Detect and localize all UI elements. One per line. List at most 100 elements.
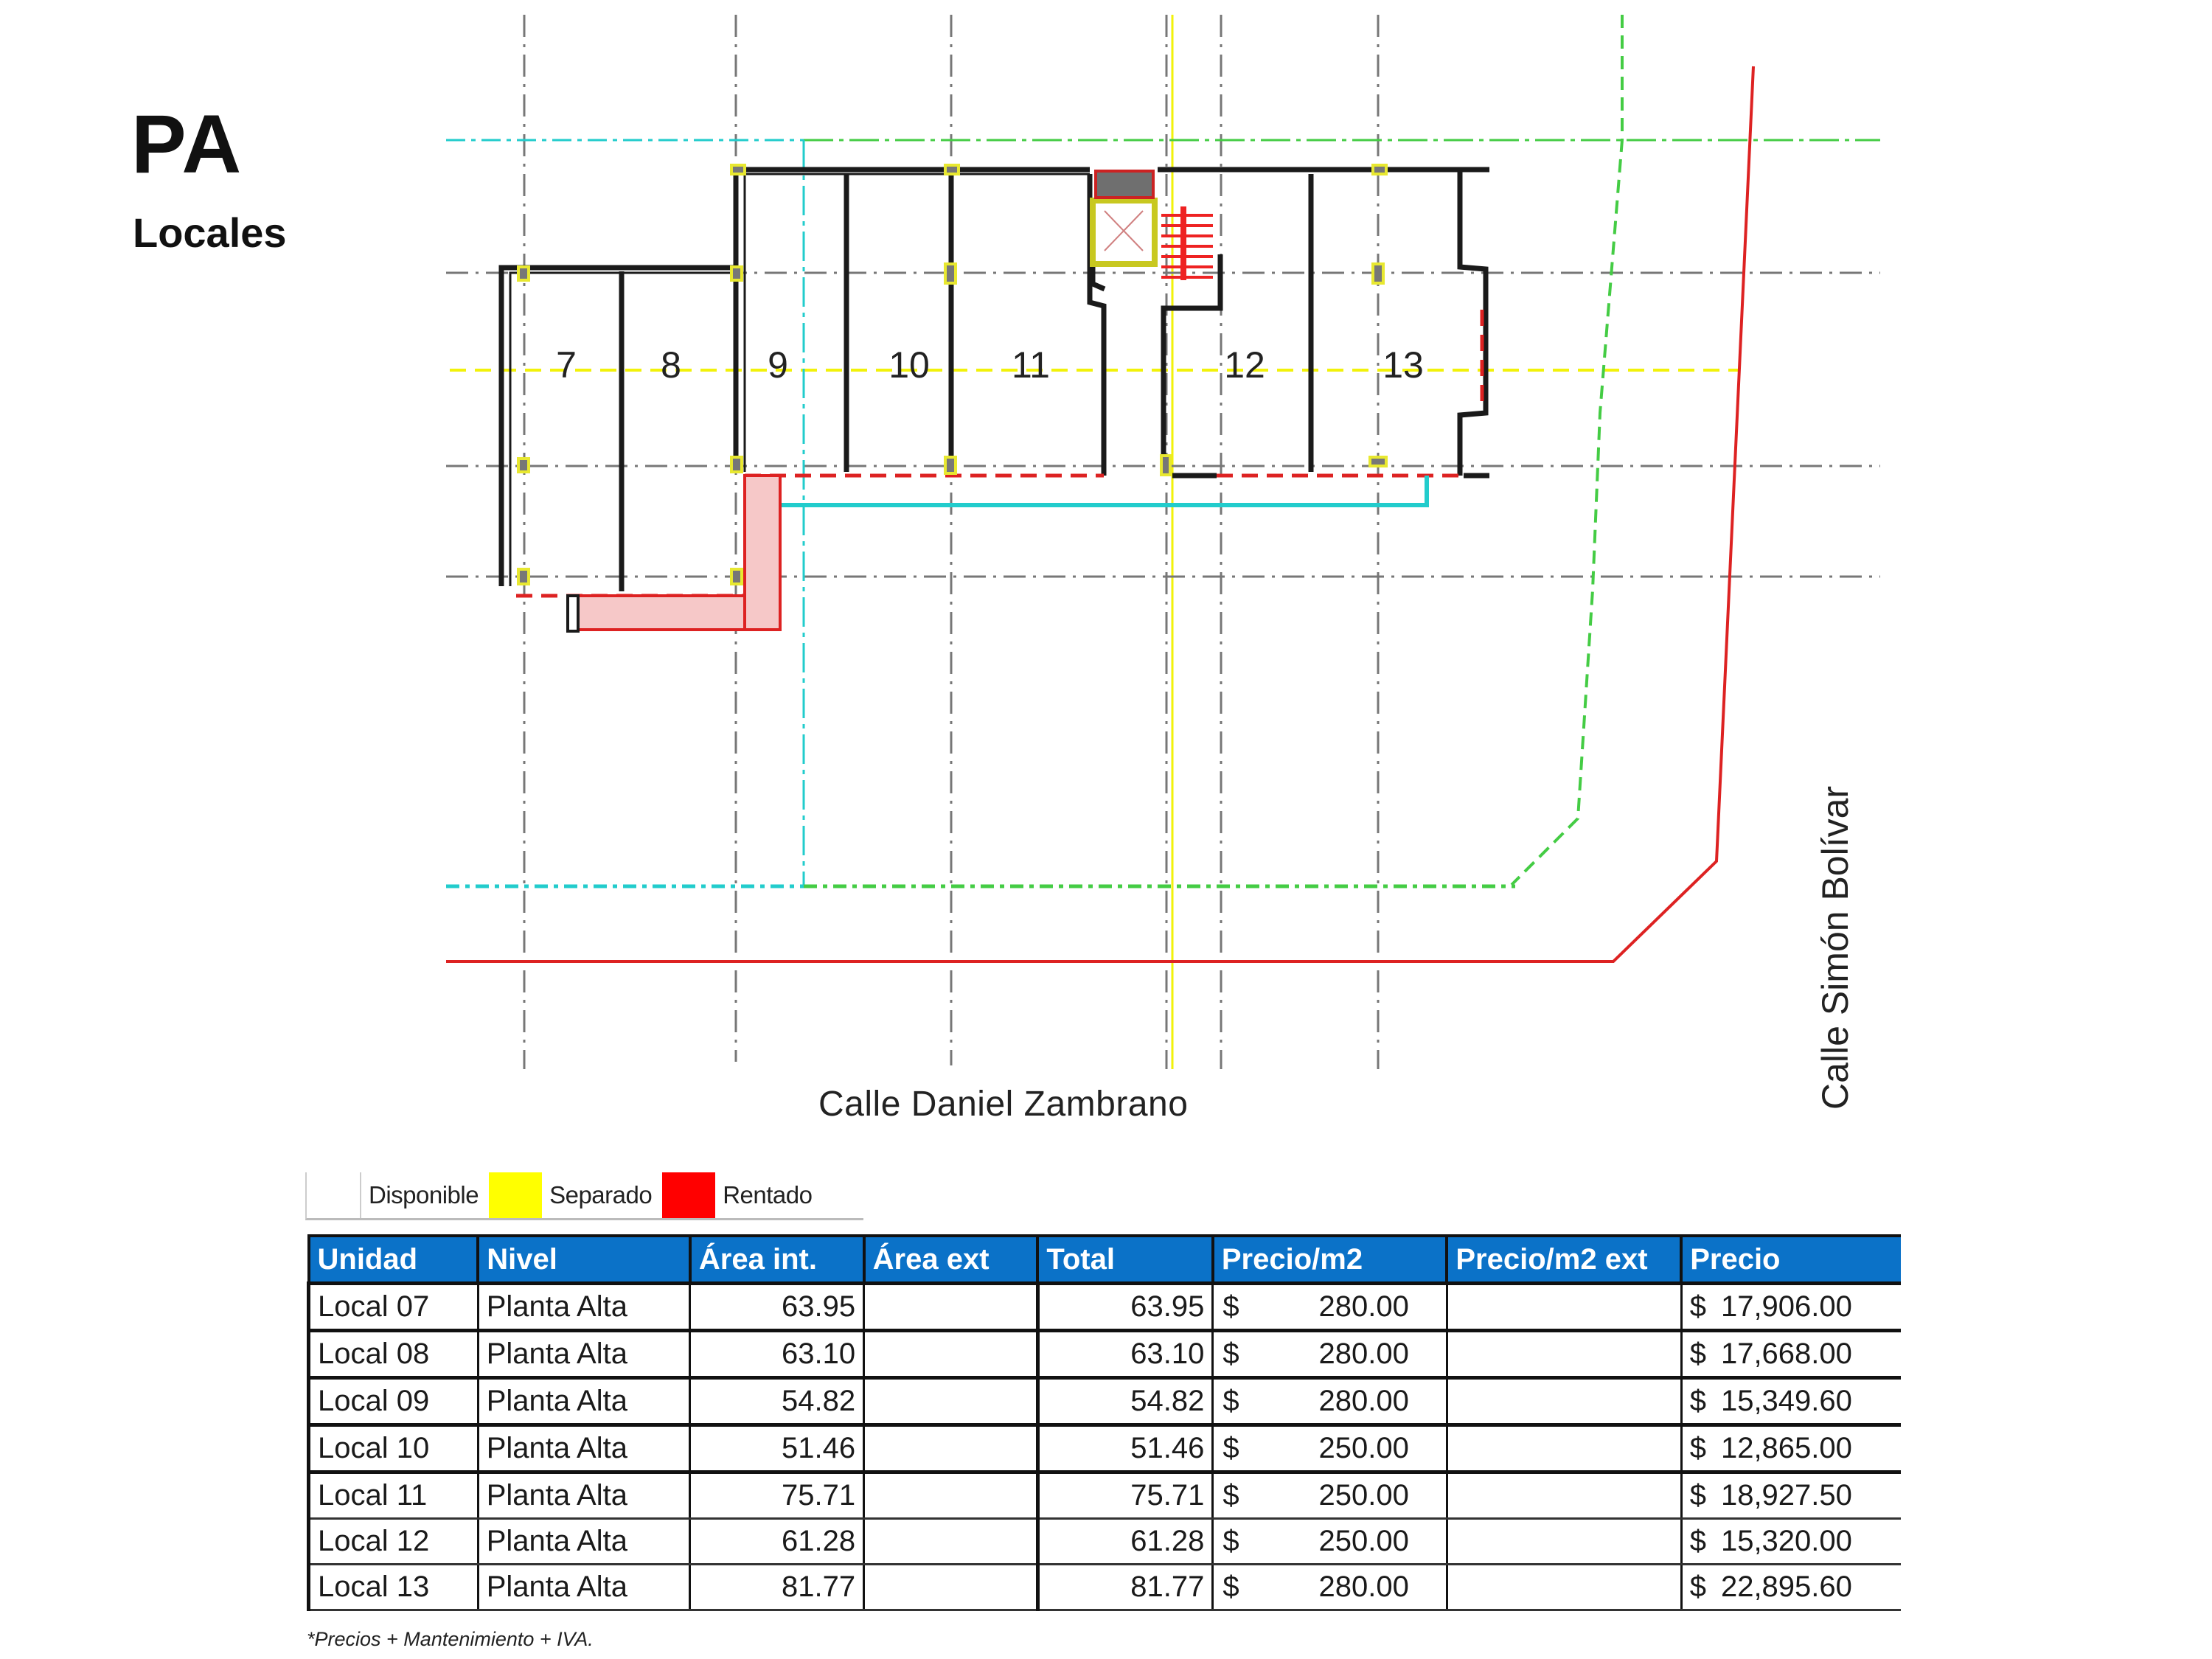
- cell-precio-m2: $250.00: [1211, 1472, 1447, 1520]
- table-row[interactable]: Local 07 Planta Alta 63.95 63.95 $280.00…: [307, 1283, 1901, 1332]
- precio-value: 15,349.60: [1720, 1385, 1852, 1417]
- unit-label-9[interactable]: 9: [768, 344, 788, 386]
- col-header-unidad[interactable]: Unidad: [307, 1234, 479, 1285]
- shaft-block: [1094, 170, 1155, 199]
- currency-symbol: $: [1222, 1571, 1239, 1603]
- balcony-hatched: [566, 474, 782, 633]
- precio-m2-value: 280.00: [1318, 1338, 1409, 1370]
- col-header-total[interactable]: Total: [1036, 1234, 1213, 1285]
- legend-label-separado: Separado: [549, 1181, 653, 1208]
- cell-nivel: Planta Alta: [476, 1518, 690, 1565]
- cell-precio: $17,668.00: [1680, 1330, 1901, 1380]
- currency-symbol: $: [1689, 1385, 1706, 1417]
- cell-area-int: 61.28: [689, 1518, 864, 1565]
- col-header-precio[interactable]: Precio: [1680, 1234, 1901, 1285]
- table-row[interactable]: Local 13 Planta Alta 81.77 81.77 $280.00…: [307, 1564, 1901, 1611]
- cell-nivel: Planta Alta: [476, 1564, 690, 1611]
- unit-label-13[interactable]: 13: [1382, 344, 1424, 386]
- floor-plan: 7 8 9 10 11 12 13: [446, 15, 1880, 1069]
- cell-precio-m2: $280.00: [1211, 1283, 1447, 1332]
- currency-symbol: $: [1222, 1338, 1239, 1370]
- legend-swatch-separado: [489, 1172, 543, 1218]
- precio-value: 22,895.60: [1720, 1571, 1852, 1603]
- currency-symbol: $: [1689, 1432, 1706, 1464]
- precio-m2-value: 280.00: [1318, 1290, 1409, 1323]
- cell-nivel: Planta Alta: [476, 1283, 690, 1332]
- unit-label-7[interactable]: 7: [556, 344, 577, 386]
- cell-nivel: Planta Alta: [476, 1330, 690, 1380]
- cell-precio: $12,865.00: [1680, 1425, 1901, 1474]
- currency-symbol: $: [1222, 1290, 1239, 1323]
- cell-area-int: 63.95: [689, 1283, 864, 1332]
- cell-precio-m2: $250.00: [1211, 1425, 1447, 1474]
- currency-symbol: $: [1222, 1385, 1239, 1417]
- units-table: Unidad Nivel Área int. Área ext Total Pr…: [307, 1234, 1901, 1611]
- cell-precio: $17,906.00: [1680, 1283, 1901, 1332]
- building-walls: [498, 167, 1489, 591]
- cell-area-int: 75.71: [689, 1472, 864, 1520]
- cell-precio-m2: $280.00: [1211, 1377, 1447, 1427]
- cell-area-int: 51.46: [689, 1425, 864, 1474]
- cell-total: 54.82: [1035, 1377, 1213, 1427]
- cell-unidad: Local 13: [307, 1564, 479, 1611]
- precio-m2-value: 250.00: [1318, 1525, 1409, 1557]
- cell-precio-m2: $280.00: [1211, 1330, 1447, 1380]
- cell-total: 61.28: [1035, 1518, 1213, 1565]
- precio-m2-value: 250.00: [1318, 1479, 1409, 1512]
- col-header-precio-m2[interactable]: Precio/m2: [1211, 1234, 1447, 1285]
- columns: [517, 164, 1388, 585]
- cell-area-int: 54.82: [689, 1377, 864, 1427]
- street-label-right: Calle Simón Bolívar: [1815, 785, 1856, 1110]
- precio-value: 17,668.00: [1720, 1338, 1852, 1370]
- cell-nivel: Planta Alta: [476, 1377, 690, 1427]
- cell-precio: $18,927.50: [1680, 1472, 1901, 1520]
- cell-total: 51.46: [1035, 1425, 1213, 1474]
- precio-m2-value: 250.00: [1318, 1432, 1409, 1464]
- currency-symbol: $: [1689, 1571, 1706, 1603]
- cell-total: 63.10: [1035, 1330, 1213, 1380]
- cell-nivel: Planta Alta: [476, 1472, 690, 1520]
- col-header-precio-m2-ext[interactable]: Precio/m2 ext: [1445, 1234, 1682, 1285]
- cell-precio: $15,349.60: [1680, 1377, 1901, 1427]
- cell-precio-m2-ext: [1445, 1425, 1682, 1474]
- precio-value: 12,865.00: [1720, 1432, 1852, 1464]
- col-header-area-int[interactable]: Área int.: [688, 1234, 864, 1285]
- cell-precio-m2: $280.00: [1211, 1564, 1447, 1611]
- cell-unidad: Local 10: [307, 1425, 479, 1474]
- unit-label-12[interactable]: 12: [1224, 344, 1265, 386]
- stair: [1161, 206, 1213, 280]
- legend-label-disponible: Disponible: [369, 1181, 479, 1208]
- cell-total: 81.77: [1035, 1564, 1213, 1611]
- col-header-nivel[interactable]: Nivel: [476, 1234, 690, 1285]
- precio-m2-value: 280.00: [1318, 1385, 1409, 1417]
- unit-label-8[interactable]: 8: [661, 344, 681, 386]
- currency-symbol: $: [1689, 1338, 1706, 1370]
- cell-unidad: Local 11: [307, 1472, 479, 1520]
- cell-area-ext: [863, 1564, 1038, 1611]
- street-label-bottom: Calle Daniel Zambrano: [818, 1085, 1189, 1124]
- cell-total: 75.71: [1035, 1472, 1213, 1520]
- table-row[interactable]: Local 09 Planta Alta 54.82 54.82 $280.00…: [307, 1377, 1901, 1427]
- cell-area-ext: [863, 1283, 1038, 1332]
- unit-label-11[interactable]: 11: [1012, 344, 1050, 386]
- cell-precio-m2: $250.00: [1211, 1518, 1447, 1565]
- cell-area-ext: [863, 1377, 1038, 1427]
- cell-area-ext: [863, 1330, 1038, 1380]
- cell-total: 63.95: [1035, 1283, 1213, 1332]
- page-subtitle: Locales: [133, 209, 287, 256]
- page-title: PA: [131, 98, 243, 190]
- cell-area-ext: [863, 1518, 1038, 1565]
- table-row[interactable]: Local 12 Planta Alta 61.28 61.28 $250.00…: [307, 1518, 1901, 1565]
- table-row[interactable]: Local 08 Planta Alta 63.10 63.10 $280.00…: [307, 1330, 1901, 1380]
- cell-area-ext: [863, 1425, 1038, 1474]
- col-header-area-ext[interactable]: Área ext: [862, 1234, 1038, 1285]
- cell-precio: $22,895.60: [1680, 1564, 1901, 1611]
- street-label-right-wrap: Calle Simón Bolívar: [1814, 763, 1858, 1110]
- cell-unidad: Local 07: [307, 1283, 479, 1332]
- cell-unidad: Local 08: [307, 1330, 479, 1380]
- table-row[interactable]: Local 11 Planta Alta 75.71 75.71 $250.00…: [307, 1472, 1901, 1520]
- property-line: [446, 66, 1755, 963]
- unit-label-10[interactable]: 10: [888, 344, 930, 386]
- cell-precio-m2-ext: [1445, 1472, 1682, 1520]
- table-row[interactable]: Local 10 Planta Alta 51.46 51.46 $250.00…: [307, 1425, 1901, 1474]
